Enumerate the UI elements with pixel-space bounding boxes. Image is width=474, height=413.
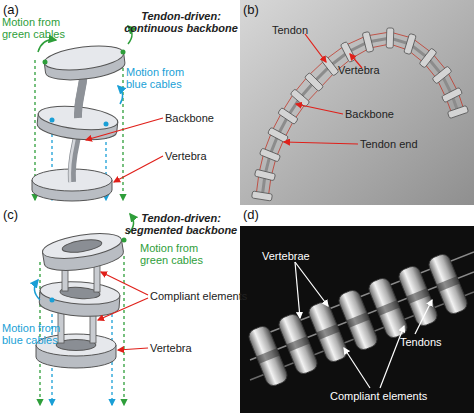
part-label: Vertebrae [262, 250, 310, 262]
part-label: Vertebra [165, 150, 207, 162]
motion-note: Motion from blue cables [126, 66, 198, 90]
part-label: Compliant elements [150, 290, 247, 302]
motion-note: Motion from green cables [2, 16, 74, 40]
segmented-backbone-model [34, 214, 148, 405]
part-label: Backbone [345, 108, 394, 120]
panel-letter: (b) [243, 3, 259, 17]
panel-heading: Tendon-driven: continuous backbone [120, 10, 242, 34]
panel-letter: (a) [3, 3, 19, 17]
panel-letter: (d) [243, 208, 259, 222]
continuous-backbone-photo [240, 0, 474, 205]
part-label: Backbone [165, 112, 214, 124]
motion-note: Motion from blue cables [2, 322, 72, 346]
part-label: Compliant elements [330, 390, 427, 402]
panel-heading: Tendon-driven: segmented backbone [120, 212, 242, 236]
continuous-backbone-model [32, 26, 163, 201]
part-label: Tendons [400, 336, 442, 348]
part-label: Tendon [272, 24, 308, 36]
segmented-backbone-photo [240, 226, 474, 413]
part-label: Vertebra [150, 342, 192, 354]
panel-letter: (c) [3, 208, 18, 222]
part-label: Vertebra [338, 64, 380, 76]
motion-note: Motion from green cables [140, 242, 212, 266]
part-label: Tendon end [360, 138, 418, 150]
